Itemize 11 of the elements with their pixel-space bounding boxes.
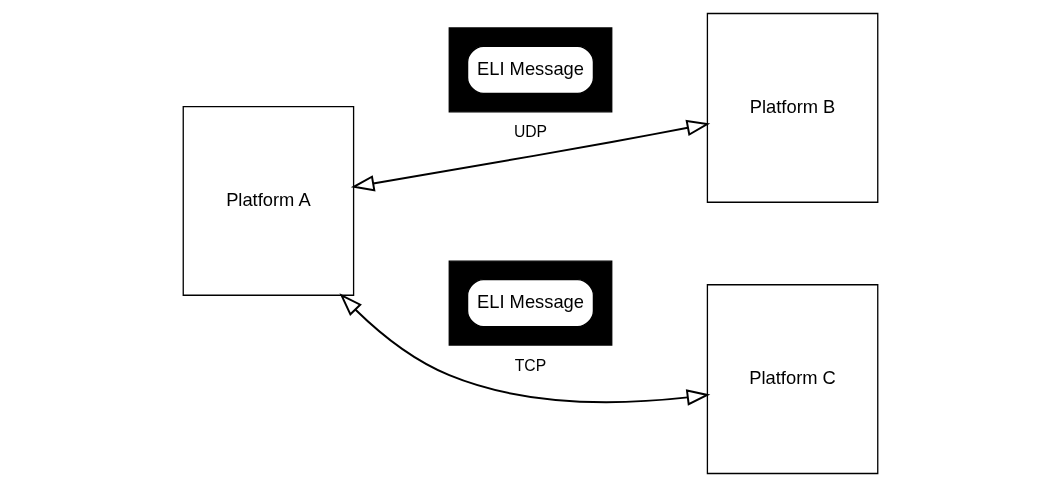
arrow	[350, 119, 711, 192]
edge-label: UDP	[513, 123, 548, 141]
node-box: Platform B	[706, 12, 879, 203]
arrow	[339, 293, 711, 406]
node-box: ELI Message	[466, 45, 595, 95]
node-box: Platform C	[706, 284, 879, 475]
node-box: ELI Message	[466, 278, 595, 328]
cluster	[448, 260, 613, 346]
cluster	[448, 27, 613, 113]
node-box: Platform A	[182, 105, 355, 296]
edge-label: TCP	[514, 356, 547, 374]
